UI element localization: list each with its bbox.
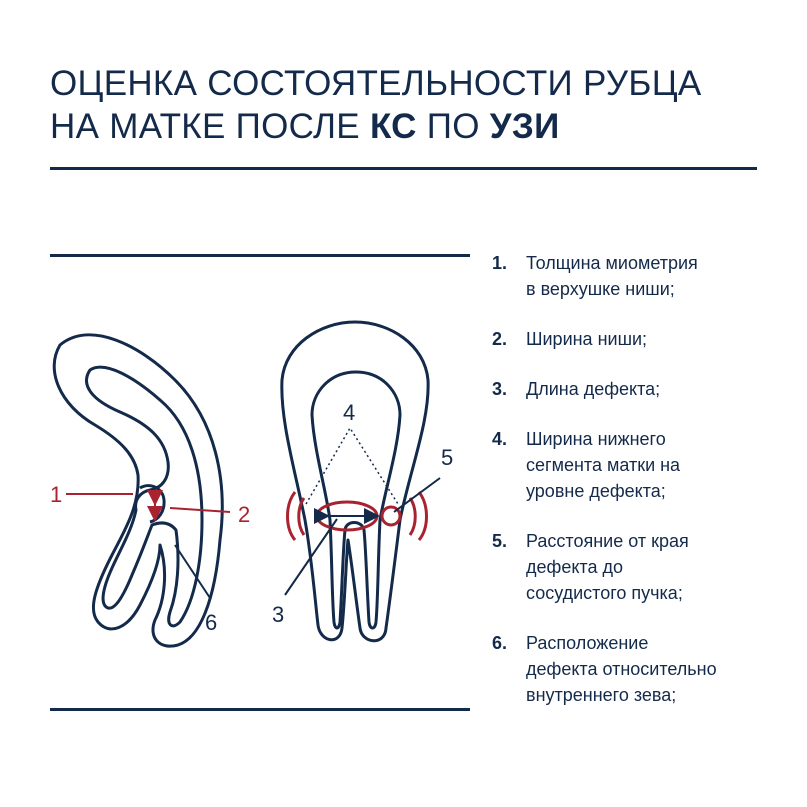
list-item-number: 2. bbox=[492, 329, 508, 349]
side-arc-left-inner bbox=[297, 497, 306, 536]
list-item-text: Ширина нижнего сегмента матки на уровне де… bbox=[526, 426, 680, 504]
list-item-line: Расстояние от края bbox=[526, 531, 689, 551]
list-item-number: 5. bbox=[492, 531, 508, 551]
title-part-c: ПО bbox=[416, 107, 490, 146]
label-5: 5 bbox=[441, 445, 453, 470]
figure-top-divider bbox=[50, 254, 470, 257]
side-arc-right-inner bbox=[408, 497, 417, 536]
list-item-line: дефекта до bbox=[526, 557, 623, 577]
list-item-number: 4. bbox=[492, 429, 508, 449]
figure-bottom-divider bbox=[50, 708, 470, 711]
sagittal-uterus-shape bbox=[52, 333, 224, 648]
list-item-line: уровне дефекта; bbox=[526, 481, 666, 501]
title-line-2: НА МАТКЕ ПОСЛЕ КС ПО УЗИ bbox=[50, 105, 702, 148]
leader-3 bbox=[284, 518, 338, 596]
list-item-line: дефекта относительно bbox=[526, 659, 717, 679]
list-item-line: в верхушке ниши; bbox=[526, 279, 675, 299]
leader-6 bbox=[174, 544, 211, 599]
label-2: 2 bbox=[238, 502, 250, 527]
list-item: 5. Расстояние от края дефекта до сосудистог… bbox=[492, 528, 792, 606]
label-4: 4 bbox=[343, 400, 355, 425]
title-divider bbox=[50, 167, 757, 170]
list-item-text: Расстояние от края дефекта до сосудистого … bbox=[526, 528, 689, 606]
list-item-line: сегмента матки на bbox=[526, 455, 681, 475]
list-item-line: Длина дефекта; bbox=[526, 379, 661, 399]
list-item-line: внутреннего зева; bbox=[526, 685, 677, 705]
frontal-uterus-shape bbox=[280, 320, 430, 643]
label-1: 1 bbox=[50, 482, 62, 507]
list-item: 4. Ширина нижнего сегмента матки на уровне … bbox=[492, 426, 792, 504]
list-item-number: 1. bbox=[492, 253, 508, 273]
label-3: 3 bbox=[272, 602, 284, 627]
list-item-line: Расположение bbox=[526, 633, 649, 653]
title-line-1: ОЦЕНКА СОСТОЯТЕЛЬНОСТИ РУБЦА bbox=[50, 64, 702, 103]
title-part-a: НА МАТКЕ ПОСЛЕ bbox=[50, 107, 370, 146]
list-item: 2. Ширина ниши; bbox=[492, 326, 792, 352]
list-item-line: Ширина ниши; bbox=[526, 329, 648, 349]
list-item-number: 3. bbox=[492, 379, 508, 399]
list-item-text: Расположение дефекта относительно внутренн… bbox=[526, 630, 717, 708]
side-arc-right-outer bbox=[417, 491, 428, 541]
list-item-number: 6. bbox=[492, 633, 508, 653]
list-item: 3. Длина дефекта; bbox=[492, 376, 792, 402]
list-item-line: Толщина миометрия bbox=[526, 253, 698, 273]
label-6: 6 bbox=[205, 610, 217, 635]
criteria-list: 1. Толщина миометрия в верхушке ниши; 2. Шир… bbox=[492, 250, 792, 732]
side-arc-left-outer bbox=[286, 491, 297, 541]
title-part-uzi: УЗИ bbox=[489, 107, 560, 146]
list-item-text: Ширина ниши; bbox=[526, 326, 647, 352]
leader-2 bbox=[169, 507, 231, 513]
leader-5 bbox=[393, 477, 441, 513]
list-item: 1. Толщина миометрия в верхушке ниши; bbox=[492, 250, 792, 302]
list-item-text: Толщина миометрия в верхушке ниши; bbox=[526, 250, 698, 302]
list-item: 6. Расположение дефекта относительно внутре… bbox=[492, 630, 792, 708]
list-item-text: Длина дефекта; bbox=[526, 376, 660, 402]
list-item-line: сосудистого пучка; bbox=[526, 583, 683, 603]
title-part-ks: КС bbox=[369, 107, 417, 146]
list-item-line: Ширина нижнего bbox=[526, 429, 666, 449]
page-title: ОЦЕНКА СОСТОЯТЕЛЬНОСТИ РУБЦА НА МАТКЕ ПО… bbox=[50, 62, 702, 148]
vessel-circle bbox=[380, 505, 402, 527]
